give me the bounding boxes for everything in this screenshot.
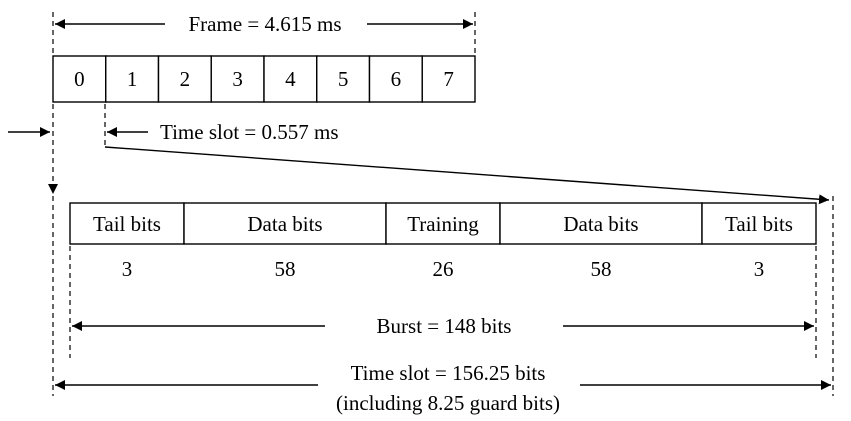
frame-slot [157,55,212,103]
frame-slot [316,55,371,103]
frame-slot-label: 1 [127,67,138,91]
burst-field [499,202,703,245]
frame-slot-label: 2 [180,67,191,91]
burst-field-bits: 58 [275,257,296,281]
burst-structure: Tail bits Data bits Training Data bits T… [69,202,817,245]
burst-field-name: Tail bits [93,212,161,236]
burst-field-name: Training [407,212,479,236]
burst-field [701,202,817,245]
frame-slot-label: 3 [232,67,243,91]
burst-bit-counts: 3 58 26 58 3 [122,257,765,281]
burst-field-bits: 58 [591,257,612,281]
frame-slot-label: 0 [74,67,85,91]
zoom-line [104,146,830,205]
frame-slot [263,55,318,103]
burst-field [183,202,387,245]
frame-slot-label: 4 [285,67,296,91]
guard-bits-note: (including 8.25 guard bits) [336,391,560,415]
frame-slot [105,55,160,103]
burst-field-bits: 26 [433,257,454,281]
burst-length-label: Burst = 148 bits [377,314,512,338]
frame-slot-label: 7 [443,67,454,91]
burst-field-name: Tail bits [725,212,793,236]
frame-slot [210,55,265,103]
burst-field [385,202,501,245]
burst-field-bits: 3 [122,257,133,281]
timeslot-bits-label: Time slot = 156.25 bits [351,361,546,385]
burst-field-name: Data bits [563,212,638,236]
frame-label: Frame = 4.615 ms [189,12,342,36]
frame-slot-label: 5 [338,67,349,91]
frame-slot-label: 6 [391,67,402,91]
frame-slot [421,55,476,103]
burst-field-name: Data bits [247,212,322,236]
frame-slot-row: 0 1 2 3 4 5 6 7 [52,55,476,103]
time-slot-duration-label: Time slot = 0.557 ms [160,120,339,144]
burst-field [69,202,185,245]
frame-slot [368,55,423,103]
burst-field-bits: 3 [754,257,765,281]
